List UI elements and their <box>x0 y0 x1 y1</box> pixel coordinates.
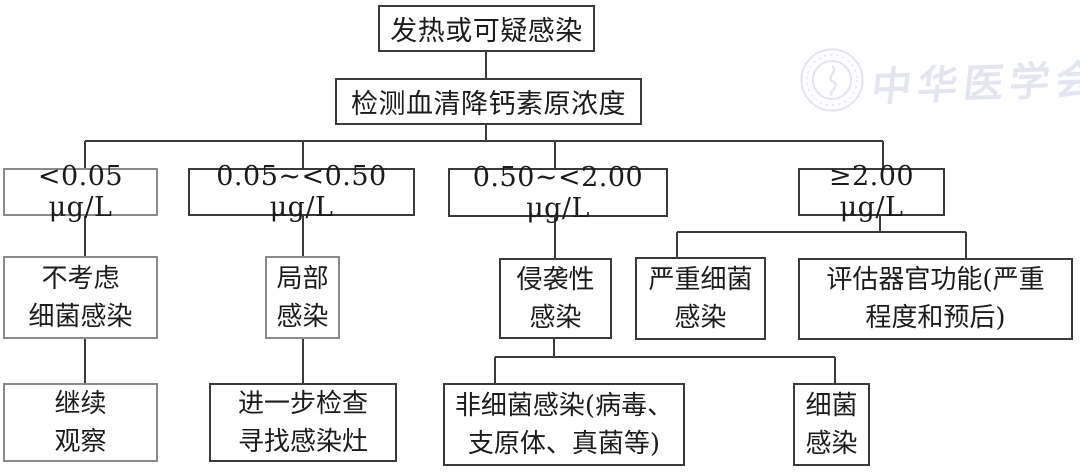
node-further-exam: 进一步检查 寻找感染灶 <box>209 383 397 462</box>
node-range-low: <0.05 μg/L <box>3 161 158 223</box>
node-invasive-infection: 侵袭性 感染 <box>499 258 612 339</box>
node-non-bacterial: 非细菌感染(病毒、 支原体、真菌等) <box>443 383 685 466</box>
node-severe-bacterial: 严重细菌 感染 <box>635 257 766 340</box>
node-range-mid-high: 0.50~<2.00 μg/L <box>448 162 668 224</box>
node-local-infection: 局部 感染 <box>265 256 340 339</box>
node-bacterial: 细菌 感染 <box>793 383 870 466</box>
node-no-bacterial: 不考虑 细菌感染 <box>3 256 158 339</box>
node-continue-observe: 继续 观察 <box>3 383 158 462</box>
node-range-mid-low: 0.05~<0.50 μg/L <box>188 161 415 223</box>
node-range-high: ≥2.00 μg/L <box>798 161 945 223</box>
node-test-pct: 检测血清降钙素原浓度 <box>335 78 642 125</box>
node-fever: 发热或可疑感染 <box>378 5 595 52</box>
node-assess-organ: 评估器官功能(严重 程度和预后) <box>798 258 1073 340</box>
